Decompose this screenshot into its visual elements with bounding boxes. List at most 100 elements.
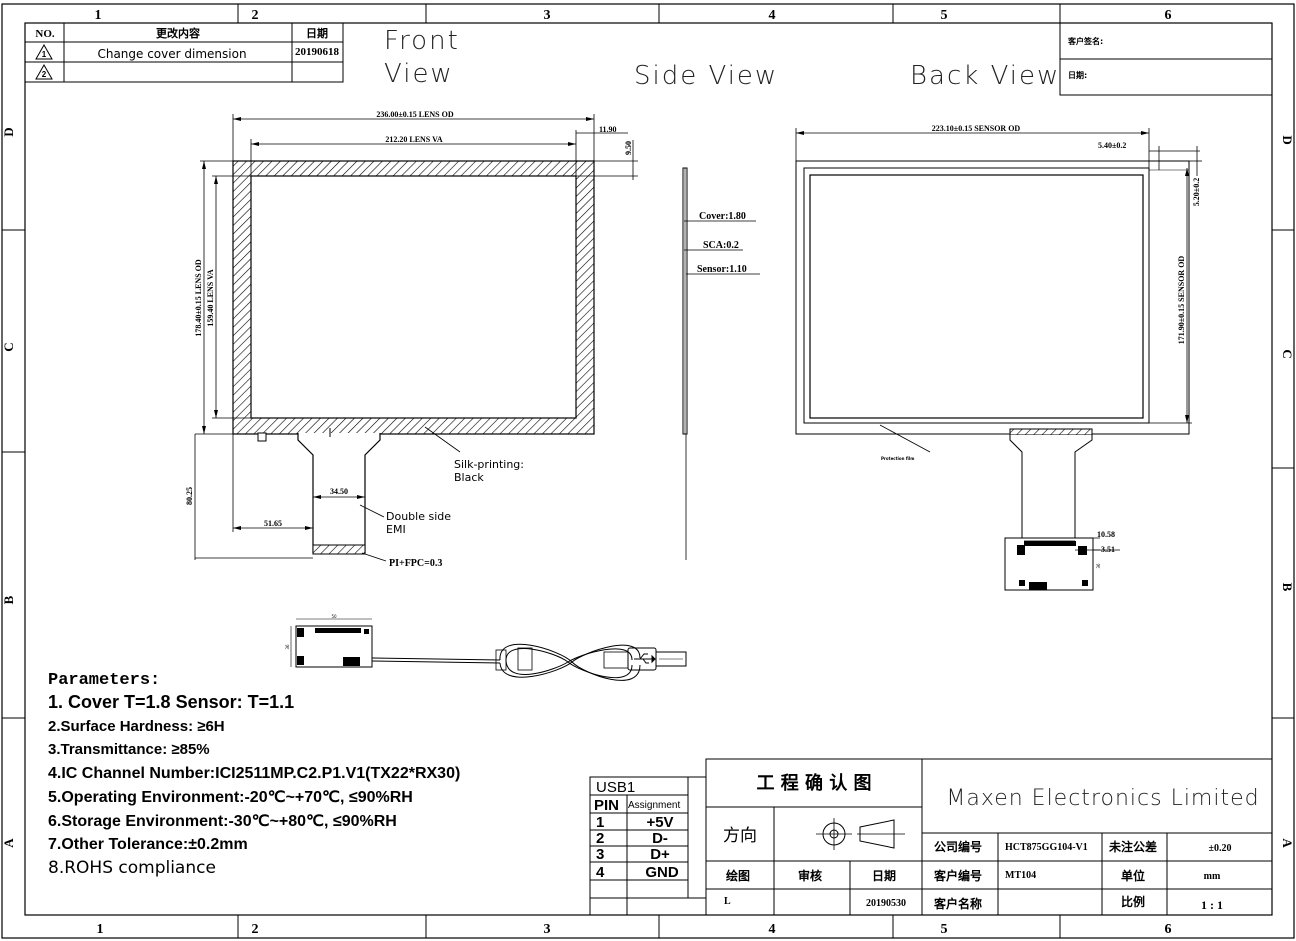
usb-icon	[634, 653, 656, 664]
parameters-list: Parameters: 1. Cover T=1.8 Sensor: T=1.1…	[48, 671, 460, 878]
col-label-top-4: 4	[769, 8, 776, 23]
revision-row-1-content: Change cover dimension	[97, 47, 246, 61]
col-label-top-2: 2	[252, 8, 259, 23]
frame-column-labels: 1 2 3 4 5 6 1 2 3 4 5 6	[95, 8, 1172, 937]
front-view-title-line1: Front	[384, 26, 460, 56]
customer-signature-label: 客户签名:	[1067, 36, 1103, 46]
usb-assign-4: GND	[645, 864, 679, 881]
customer-date-label: 日期:	[1068, 70, 1087, 80]
col-label-top-5: 5	[941, 8, 948, 23]
side-view: Cover:1.80 SCA:0.2 Sensor:1.10	[682, 167, 760, 560]
scale-value: 1 : 1	[1201, 898, 1223, 912]
dim-pcb-height: 36	[1096, 563, 1101, 569]
dim-right-offset: 11.90	[599, 125, 617, 134]
usb-pin-4: 4	[596, 864, 605, 881]
back-fpc-bond	[1009, 428, 1093, 436]
dim-back-right-offset: 5.40±0.2	[1098, 141, 1126, 150]
col-label-top-1: 1	[95, 8, 102, 23]
controller-fpc-connector	[315, 628, 361, 633]
dim-lens-od-height: 178.40±0.15 LENS OD	[194, 259, 203, 337]
back-cover-outline	[795, 160, 1190, 435]
side-label-cover: Cover:1.80	[699, 211, 746, 222]
revision-mark-1: 1	[35, 43, 53, 60]
usb-pin-2: 2	[596, 830, 604, 847]
usb-assign-1: +5V	[646, 814, 673, 831]
usb-table-header-pin: PIN	[594, 797, 619, 814]
col-label-bottom-5: 5	[941, 922, 948, 937]
frame-row-labels: D C B A D C B A	[1, 127, 1295, 848]
customer-code-value: MT104	[1005, 870, 1036, 881]
parameter-2: 2.Surface Hardness: ≥6H	[48, 718, 225, 735]
note-silk-line1: Silk-printing:	[454, 458, 524, 471]
usb-pin-table: USB1 PIN Assignment 1 +5V 2 D- 3 D+ 4 GN…	[589, 776, 707, 916]
board-width-dim: 50	[331, 614, 337, 619]
fpc-notch-tab	[257, 432, 267, 442]
tolerance-label: 未注公差	[1108, 839, 1157, 854]
back-view-title: Back View	[910, 61, 1060, 91]
customer-name-label: 客户名称	[933, 896, 982, 911]
front-view: 236.00±0.15 LENS OD 212.20 LENS VA 11.90…	[185, 110, 638, 569]
dim-pcb-offset-b: 3.51	[1101, 545, 1115, 554]
dim-top-offset: 9.50	[624, 141, 633, 155]
revision-row-1-no: 1	[42, 50, 47, 59]
company-code-value: HCT875GG104-V1	[1005, 842, 1088, 853]
parameter-1: 1. Cover T=1.8 Sensor: T=1.1	[48, 692, 294, 712]
side-view-title: Side View	[634, 61, 778, 91]
col-label-bottom-2: 2	[252, 922, 259, 937]
unit-value: mm	[1204, 871, 1221, 882]
revision-header-content: 更改内容	[156, 26, 200, 40]
revision-row-2-no: 2	[42, 70, 47, 79]
note-emi-line1: Double side	[386, 510, 451, 523]
usb-pin-1: 1	[596, 814, 604, 831]
controller-board: 50 36	[285, 614, 373, 668]
review-label: 审核	[798, 868, 822, 883]
dim-lens-va-height: 159.40 LENS VA	[206, 269, 215, 327]
usb-cable	[371, 643, 687, 681]
usb-pin-3: 3	[596, 846, 604, 863]
row-label-right-d: D	[1280, 135, 1295, 144]
parameter-5: 5.Operating Environment:-20℃~+70℃, ≤90%R…	[48, 789, 413, 806]
sensor-outline	[803, 167, 1150, 424]
revision-table: NO. 更改内容 日期 1 Change cover dimension 201…	[24, 22, 344, 83]
company-name: Maxen Electronics Limited	[946, 786, 1259, 811]
dim-sensor-od-height: 171.90±0.15 SENSOR OD	[1177, 256, 1186, 345]
usb-assign-3: D+	[650, 846, 670, 863]
revision-header-no: NO.	[35, 28, 55, 40]
dim-sensor-od-width: 223.10±0.15 SENSOR OD	[932, 124, 1021, 133]
note-pi-fpc: PI+FPC=0.3	[389, 558, 442, 569]
company-code-label: 公司编号	[934, 839, 982, 854]
note-emi-line2: EMI	[386, 523, 406, 536]
dim-lens-va-width: 212.20 LENS VA	[385, 135, 443, 144]
back-view: 223.10±0.15 SENSOR OD 5.40±0.2 5.20±0.2 …	[795, 124, 1202, 591]
revision-row-1-date: 20190618	[295, 46, 340, 58]
customer-box: 客户签名: 日期:	[1059, 22, 1273, 96]
unit-label: 单位	[1121, 868, 1145, 883]
back-pcb-connector	[1024, 541, 1076, 546]
dim-back-top-offset: 5.20±0.2	[1192, 178, 1201, 206]
usb-table-title: USB1	[596, 779, 635, 796]
revision-mark-2: 2	[35, 63, 53, 80]
row-label-right-b: B	[1280, 583, 1295, 592]
dim-pcb-width: 32	[1047, 542, 1053, 547]
parameter-7: 7.Other Tolerance:±0.2mm	[48, 836, 248, 853]
parameter-8: 8.ROHS compliance	[48, 858, 216, 878]
col-label-top-3: 3	[544, 8, 551, 23]
note-silk-line2: Black	[454, 471, 484, 484]
board-height-dim: 36	[285, 644, 290, 650]
usb-assign-2: D-	[652, 830, 668, 847]
dim-fpc-width: 34.50	[330, 487, 348, 496]
row-label-left-c: C	[1, 342, 16, 351]
side-label-sensor: Sensor:1.10	[697, 264, 747, 275]
parameters-title: Parameters:	[48, 671, 160, 690]
date-label: 日期	[872, 868, 896, 883]
row-label-right-c: C	[1280, 349, 1295, 358]
col-label-bottom-1: 1	[97, 922, 104, 937]
revision-header-date: 日期	[306, 26, 328, 40]
row-label-left-d: D	[1, 127, 16, 136]
col-label-bottom-3: 3	[544, 922, 551, 937]
view-titles: Front View Side View Back View	[384, 26, 1060, 91]
projection-symbol	[816, 818, 905, 850]
tolerance-value: ±0.20	[1209, 843, 1232, 854]
row-label-left-b: B	[1, 595, 16, 604]
